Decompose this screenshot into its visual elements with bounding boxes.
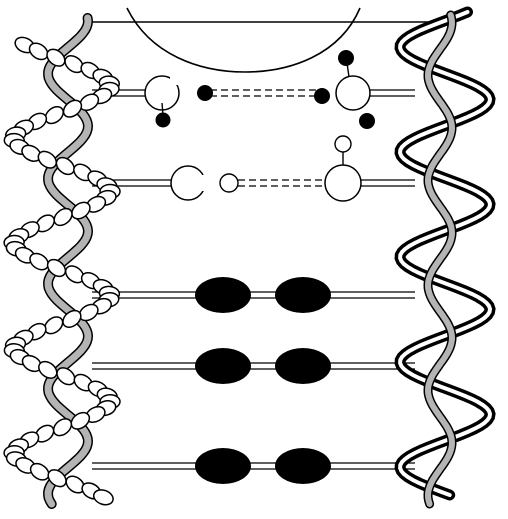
dark-dot: [197, 85, 213, 101]
dark-dot: [314, 88, 330, 104]
chain-bead: [53, 207, 73, 227]
dark-dot: [359, 113, 375, 129]
rung-1: [92, 50, 415, 129]
chain-bead: [46, 258, 67, 278]
chain-bead: [70, 411, 91, 430]
dark-dot: [155, 112, 171, 128]
dark-oval: [275, 277, 331, 313]
right-helix: [394, 6, 496, 509]
atom-right: [324, 164, 362, 202]
dark-dot: [338, 50, 354, 66]
rung-5: [92, 448, 415, 484]
chain-bead: [47, 469, 67, 488]
small-atom: [334, 135, 352, 153]
dark-oval: [195, 348, 251, 384]
rung-4: [92, 348, 415, 384]
dark-oval: [275, 448, 331, 484]
atom-notch: [196, 175, 208, 191]
atom-right: [335, 75, 371, 111]
left-helix: [3, 13, 121, 509]
rungs-group: [92, 50, 415, 484]
chain-bead: [37, 150, 58, 169]
chain-bead: [62, 99, 83, 118]
beaded-chain-helix-icon: [3, 36, 121, 506]
chain-bead: [71, 201, 91, 220]
chain-bead: [52, 418, 73, 437]
chain-bead: [38, 360, 58, 379]
dark-oval: [195, 448, 251, 484]
ribbon-highlight: [398, 10, 493, 497]
gray-strand: [424, 12, 456, 507]
small-atom: [219, 173, 239, 193]
rail-gap: [175, 88, 340, 98]
chain-bead: [46, 48, 66, 67]
rail-gap: [200, 178, 328, 188]
dark-oval: [275, 348, 331, 384]
chain-bead: [62, 309, 82, 328]
dome-icon: [126, 7, 361, 73]
chain-bead: [92, 489, 114, 506]
dark-oval: [195, 277, 251, 313]
rung-2: [92, 135, 415, 202]
chain-bead: [56, 367, 76, 386]
chain-bead: [55, 156, 75, 176]
rung-3: [92, 277, 415, 313]
atom-notch: [170, 71, 184, 85]
